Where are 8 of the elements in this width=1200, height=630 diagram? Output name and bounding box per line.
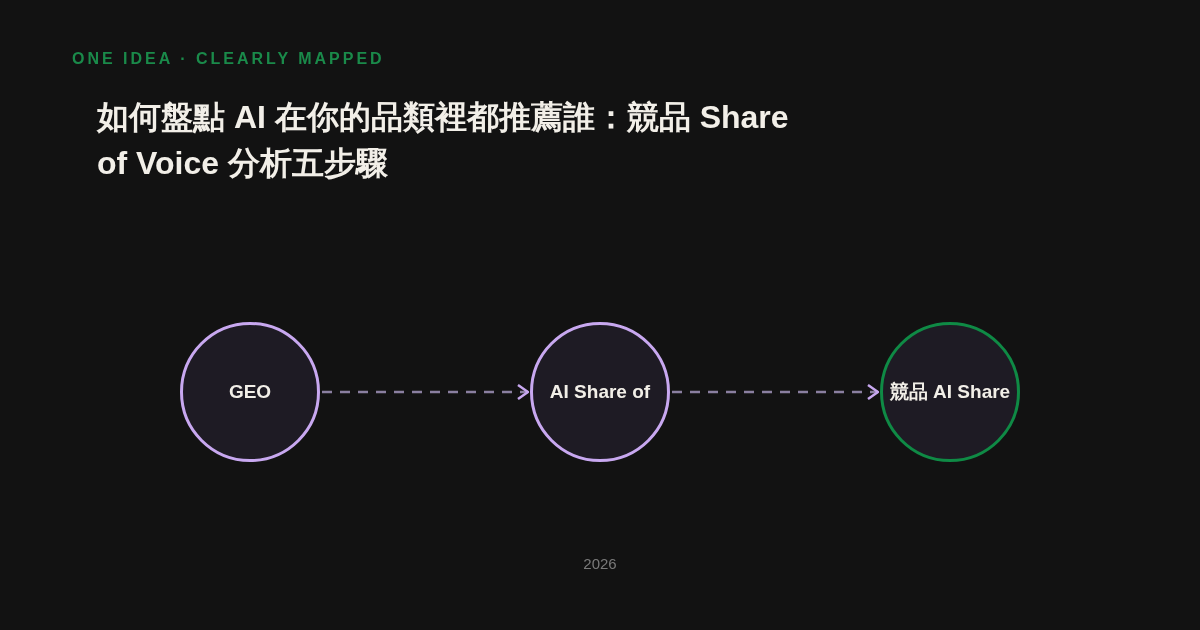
step-label: AI Share of [549, 381, 651, 403]
footer-text: 2026 [583, 555, 617, 572]
title: 如何盤點 AI 在你的品類裡都推薦誰：競品 Share of Voice 分析五步驟 [97, 98, 790, 183]
step-label: 競品 AI Share [889, 380, 1011, 404]
kicker-text: ONE IDEA · CLEARLY MAPPED [72, 50, 385, 68]
arrow [322, 383, 530, 401]
arrow [672, 383, 880, 401]
step-label: GEO [228, 381, 272, 403]
